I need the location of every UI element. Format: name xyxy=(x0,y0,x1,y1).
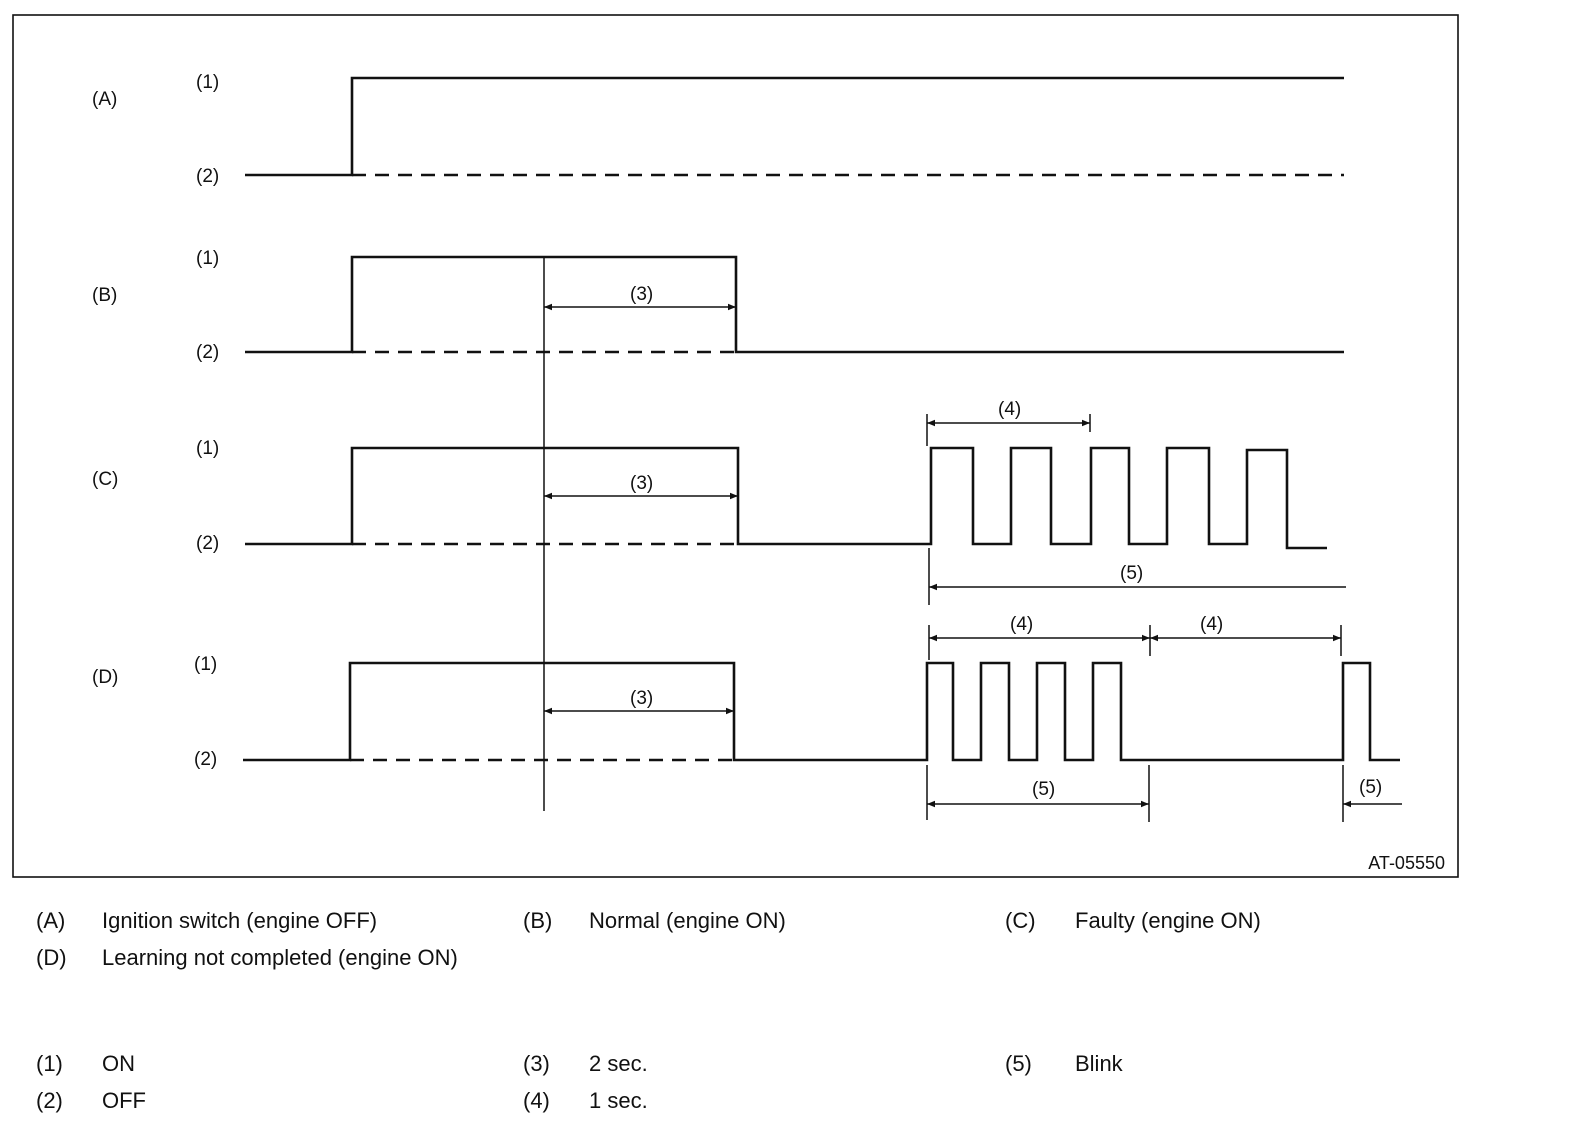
row-b: (B) (1) (2) (3) xyxy=(92,248,1344,363)
legend-key: (2) xyxy=(36,1088,63,1113)
legend-key: (4) xyxy=(523,1088,550,1113)
row-c: (C) (1) (2) (3) (4) (5) xyxy=(92,399,1346,605)
row-a-off-level: (2) xyxy=(196,166,219,187)
legend-text: 2 sec. xyxy=(589,1051,648,1076)
row-d-off-level: (2) xyxy=(194,749,217,770)
row-a-key: (A) xyxy=(92,89,117,110)
legend-text: ON xyxy=(102,1051,135,1076)
legend-text: Normal (engine ON) xyxy=(589,908,786,933)
row-c-blink-label: (5) xyxy=(1120,563,1143,584)
row-d-period-label-1: (4) xyxy=(1010,614,1033,635)
legend-key: (B) xyxy=(523,908,553,933)
row-d-on-level: (1) xyxy=(194,654,217,675)
row-c-interval-label: (3) xyxy=(630,473,653,494)
legend-key: (C) xyxy=(1005,908,1036,933)
row-d-blink-label-1: (5) xyxy=(1032,779,1055,800)
diagram-frame xyxy=(12,14,1459,878)
row-d-key: (D) xyxy=(92,667,118,688)
row-c-key: (C) xyxy=(92,469,118,490)
row-b-key: (B) xyxy=(92,285,117,306)
row-c-period-label: (4) xyxy=(998,399,1021,420)
row-b-interval-label: (3) xyxy=(630,284,653,305)
legend-text: Faulty (engine ON) xyxy=(1075,908,1261,933)
row-d-blink-label-2: (5) xyxy=(1359,777,1382,798)
timing-diagram: (A) (1) (2) (B) (1) (2) (3) (C) (1) (2) … xyxy=(12,14,1459,878)
figure-code: AT-05550 xyxy=(1368,853,1445,873)
legend-text: Learning not completed (engine ON) xyxy=(102,945,458,970)
row-d-signal xyxy=(243,661,1400,762)
legend-key: (1) xyxy=(36,1051,63,1076)
row-d-interval-label: (3) xyxy=(630,688,653,709)
row-c-signal xyxy=(245,446,1327,550)
row-a: (A) (1) (2) xyxy=(92,72,1344,187)
row-c-on-level: (1) xyxy=(196,438,219,459)
legend-text: Blink xyxy=(1075,1051,1123,1076)
row-a-on-level: (1) xyxy=(196,72,219,93)
row-a-signal xyxy=(245,76,1344,177)
row-b-off-level: (2) xyxy=(196,342,219,363)
row-c-off-level: (2) xyxy=(196,533,219,554)
legend-key: (A) xyxy=(36,908,66,933)
row-b-on-level: (1) xyxy=(196,248,219,269)
legend-key: (5) xyxy=(1005,1051,1032,1076)
legend-text: OFF xyxy=(102,1088,146,1113)
row-d: (D) (1) (2) (3) (4) (4) (5) (5) xyxy=(92,614,1402,822)
legend-key: (D) xyxy=(36,945,67,970)
row-d-period-label-2: (4) xyxy=(1200,614,1223,635)
legend-text: 1 sec. xyxy=(589,1088,648,1113)
legend-text: Ignition switch (engine OFF) xyxy=(102,908,378,933)
legend-key: (3) xyxy=(523,1051,550,1076)
row-b-signal xyxy=(245,255,1344,354)
